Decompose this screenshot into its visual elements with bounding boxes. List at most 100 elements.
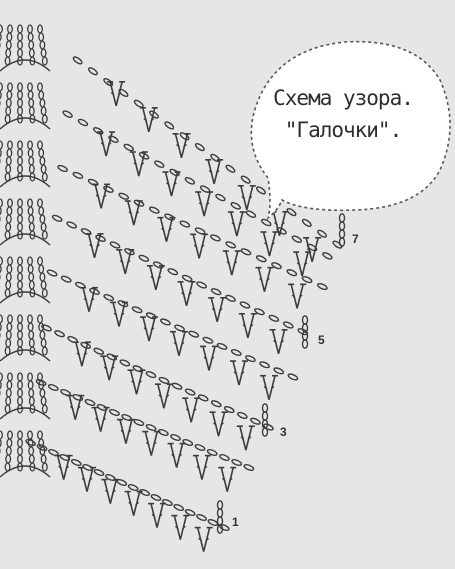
chain-stitch <box>160 318 171 326</box>
chain-stitch <box>109 409 120 416</box>
chain-stitch <box>145 371 157 379</box>
v-stitch <box>91 406 110 432</box>
v-stitch <box>200 345 218 371</box>
chain-stitch <box>92 127 104 135</box>
chain-stitch <box>164 213 175 221</box>
fan-spoke <box>37 140 48 182</box>
chain-stitch <box>283 321 294 329</box>
chain-stitch <box>322 252 333 260</box>
chain-stitch <box>259 361 270 369</box>
chain-stitch <box>210 400 222 408</box>
fan-spoke <box>17 24 23 66</box>
fan-spoke <box>4 82 13 124</box>
turning-chain <box>301 339 309 349</box>
fan-spoke <box>27 198 36 240</box>
chain-stitch <box>240 248 252 256</box>
chain-stitch <box>164 121 175 130</box>
fan-spoke <box>37 372 48 414</box>
chain-stitch <box>139 488 150 497</box>
chain-stitch <box>245 355 256 363</box>
chain-stitch <box>263 423 274 431</box>
chain-stitch <box>138 254 150 262</box>
v-stitch <box>255 266 274 292</box>
v-stitch <box>218 466 237 492</box>
turning-chain <box>261 427 269 437</box>
turning-chains <box>216 213 346 534</box>
v-stitch <box>116 249 135 274</box>
fan-spoke <box>4 256 13 298</box>
chain-stitch <box>207 518 219 527</box>
fan-spoke <box>37 314 48 356</box>
turning-chain <box>301 331 309 341</box>
chain-stitch <box>133 419 145 426</box>
chain-stitch <box>41 324 52 332</box>
chain-stitch <box>181 274 193 282</box>
fan-arc <box>0 59 51 72</box>
chain-stitch <box>108 135 119 143</box>
v-stitch <box>100 355 119 381</box>
fan-spoke <box>4 24 13 66</box>
v-stitch <box>140 316 158 342</box>
v-stitch <box>293 251 312 277</box>
callout-text: Схема узора. "Галочки". <box>258 82 428 146</box>
v-stitch <box>236 425 255 451</box>
v-stitch <box>222 250 241 276</box>
chain-stitch <box>230 348 242 357</box>
chain-stitch <box>25 438 37 447</box>
chain-stitch <box>161 498 173 507</box>
chain-stitch <box>255 186 266 195</box>
chain-stitch <box>188 330 200 338</box>
v-stitch <box>182 397 201 423</box>
chain-stitch <box>240 175 251 184</box>
chain-stitch <box>167 268 179 276</box>
chain-stitch <box>245 210 257 218</box>
chain-stitch <box>103 293 115 302</box>
fan-arc <box>0 407 51 420</box>
fan-spoke <box>37 198 48 240</box>
chain-stitch <box>301 276 313 284</box>
v-stitch <box>78 466 96 492</box>
v-stitch <box>194 526 213 552</box>
chain-stitch <box>194 444 206 451</box>
chain-stitch <box>291 235 303 243</box>
chain-stitch <box>87 178 99 186</box>
turning-chain <box>261 411 269 421</box>
fan-spoke <box>37 24 48 66</box>
chain-stitch <box>148 206 160 214</box>
row-number-7: 7 <box>352 232 359 246</box>
v-stitch <box>227 211 246 237</box>
fan-arc <box>0 117 51 130</box>
chain-stitch <box>154 160 165 168</box>
turning-chain <box>261 403 269 413</box>
chain-stitch <box>60 275 72 283</box>
chain-stitch <box>72 171 84 179</box>
row-number-3: 3 <box>280 425 287 439</box>
v-stitch <box>66 394 85 420</box>
v-stitch <box>85 233 104 258</box>
chain-stitch <box>196 281 207 289</box>
chain-stitch <box>243 464 255 471</box>
chain-stitch <box>54 330 65 338</box>
chain-stitch <box>179 132 190 141</box>
chain-stitch <box>170 434 181 441</box>
chain-stitch <box>123 143 134 152</box>
chain-stitch <box>317 229 328 238</box>
chain-stitch <box>210 288 222 296</box>
chain-stitch <box>223 406 235 414</box>
fan-spoke <box>17 82 23 124</box>
v-stitch <box>101 478 120 504</box>
fan-spoke <box>0 256 3 280</box>
v-stitch <box>192 454 211 480</box>
fan-spoke <box>17 372 23 414</box>
v-stitch <box>127 369 146 395</box>
chain-stitch <box>51 214 63 222</box>
chain-stitch <box>206 449 218 456</box>
chain-stitch <box>70 458 82 467</box>
fan-spoke <box>4 140 13 182</box>
chain-stitch <box>174 324 185 332</box>
v-stitch <box>260 231 279 257</box>
chain-stitch <box>184 388 196 396</box>
turning-chain <box>216 500 224 510</box>
turning-chain <box>216 516 224 526</box>
turning-chain <box>338 213 346 223</box>
